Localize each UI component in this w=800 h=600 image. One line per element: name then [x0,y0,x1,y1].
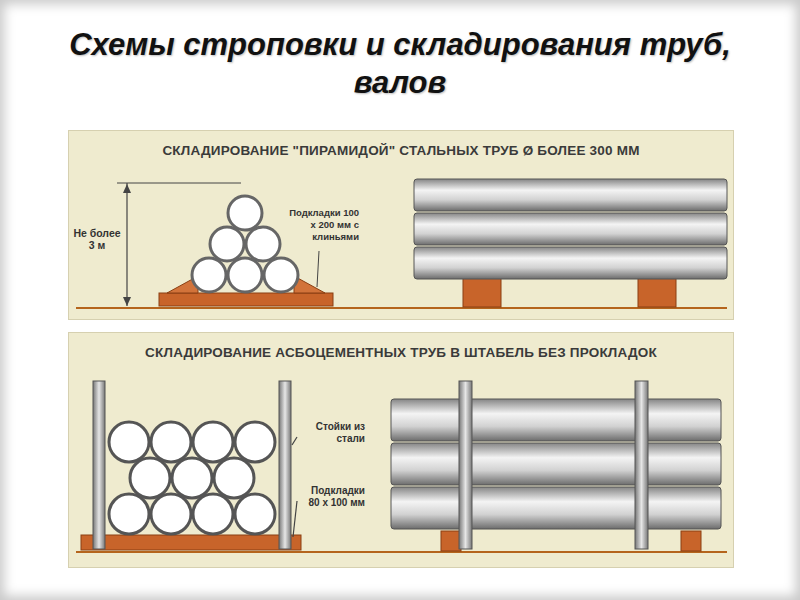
pyramid-illustration [69,131,733,319]
annotation-label: Подкладки 100 х 200 мм с клиньями [287,207,359,243]
stack-illustration [69,333,733,567]
slide-title: Схемы строповки и складирования труб, ва… [60,26,740,102]
annotation-label: Не более 3 м [71,227,123,251]
storage-panel: СКЛАДИРОВАНИЕ "ПИРАМИДОЙ" СТАЛЬНЫХ ТРУБ … [68,130,734,320]
annotation-label: Стойки из стали [299,421,365,445]
annotation-label: Подкладки 80 х 100 мм [299,485,365,509]
storage-panel: СКЛАДИРОВАНИЕ АСБОЦЕМЕНТНЫХ ТРУБ В ШТАБЕ… [68,332,734,568]
panel-heading: СКЛАДИРОВАНИЕ АСБОЦЕМЕНТНЫХ ТРУБ В ШТАБЕ… [69,345,733,361]
panel-heading: СКЛАДИРОВАНИЕ "ПИРАМИДОЙ" СТАЛЬНЫХ ТРУБ … [69,143,733,159]
